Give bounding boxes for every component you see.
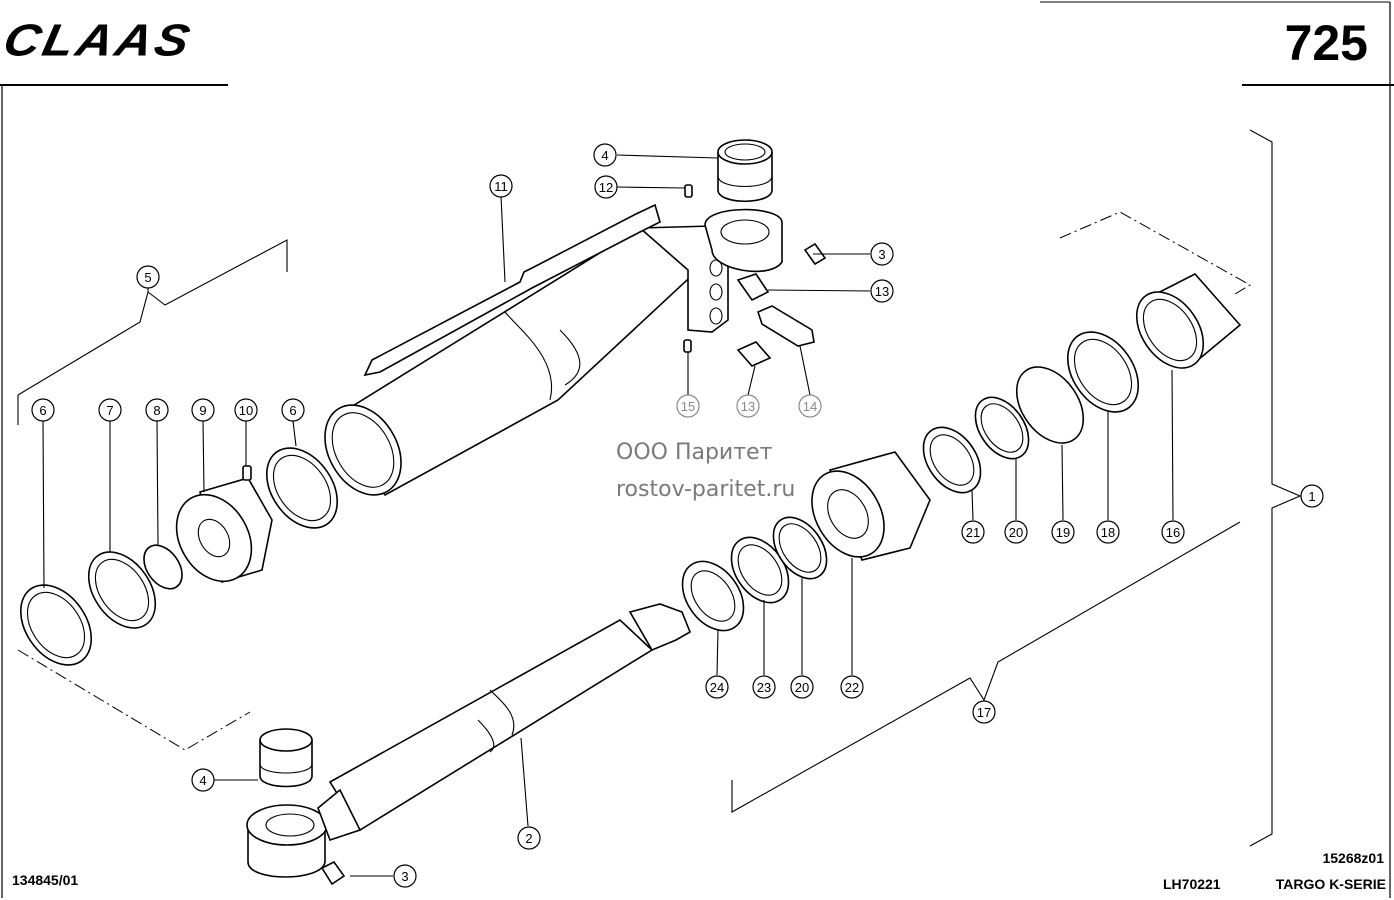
callout-23: 23 bbox=[752, 675, 776, 699]
svg-text:13: 13 bbox=[741, 399, 755, 414]
rod-eye bbox=[246, 788, 362, 878]
svg-text:6: 6 bbox=[39, 403, 46, 418]
svg-text:3: 3 bbox=[401, 869, 408, 884]
cylinder-barrel bbox=[324, 208, 783, 497]
gland-22 bbox=[811, 451, 931, 561]
svg-text:22: 22 bbox=[845, 680, 859, 695]
svg-text:17: 17 bbox=[977, 705, 991, 720]
seal-kit-bracket-17 bbox=[731, 211, 1251, 813]
svg-text:15: 15 bbox=[681, 399, 695, 414]
ring-6-left bbox=[19, 584, 93, 666]
callout-17: 17 bbox=[972, 700, 996, 724]
leader-lines bbox=[42, 154, 1174, 877]
svg-text:11: 11 bbox=[494, 179, 508, 194]
svg-text:7: 7 bbox=[106, 403, 113, 418]
svg-text:16: 16 bbox=[1166, 525, 1180, 540]
callout-6-right: 6 bbox=[281, 398, 305, 422]
callout-19: 19 bbox=[1051, 520, 1075, 544]
svg-text:10: 10 bbox=[239, 403, 253, 418]
o-ring-19 bbox=[1015, 366, 1085, 444]
svg-text:2: 2 bbox=[525, 831, 532, 846]
hydraulic-pipe bbox=[363, 203, 661, 377]
ring-24 bbox=[681, 560, 745, 632]
svg-text:5: 5 bbox=[144, 270, 151, 285]
piston-9 bbox=[175, 477, 273, 584]
callout-13-lower: 13 bbox=[736, 394, 760, 418]
callout-14: 14 bbox=[798, 394, 822, 418]
watermark-company: ООО Паритет bbox=[616, 440, 773, 465]
callout-4-top: 4 bbox=[593, 143, 617, 167]
footer-ref-code: LH70221 bbox=[1163, 876, 1221, 892]
valve-14 bbox=[757, 305, 815, 347]
callout-10: 10 bbox=[234, 398, 258, 422]
svg-text:13: 13 bbox=[875, 284, 889, 299]
assembly-bracket-1 bbox=[1249, 129, 1302, 847]
bushing-top bbox=[717, 139, 773, 203]
svg-text:23: 23 bbox=[757, 680, 771, 695]
footer-left-code: 134845/01 bbox=[12, 872, 79, 888]
fitting-13-lower bbox=[736, 341, 772, 367]
svg-text:1: 1 bbox=[1308, 489, 1315, 504]
svg-text:19: 19 bbox=[1056, 525, 1070, 540]
ring-20-upper bbox=[974, 396, 1030, 460]
callout-9: 9 bbox=[191, 398, 215, 422]
sleeve-16 bbox=[1135, 273, 1242, 369]
o-ring-8 bbox=[143, 544, 183, 590]
seal-kit-bracket-5 bbox=[17, 239, 288, 751]
ring-20-lower bbox=[772, 516, 828, 580]
svg-text:24: 24 bbox=[710, 680, 724, 695]
callout-11: 11 bbox=[489, 174, 513, 198]
callout-21: 21 bbox=[961, 520, 985, 544]
callout-4-bottom: 4 bbox=[191, 768, 215, 792]
callout-8: 8 bbox=[145, 398, 169, 422]
svg-text:20: 20 bbox=[795, 680, 809, 695]
grease-nipple-12 bbox=[684, 184, 693, 198]
svg-text:20: 20 bbox=[1009, 525, 1023, 540]
bushing-bottom bbox=[259, 728, 313, 788]
svg-text:8: 8 bbox=[153, 403, 160, 418]
callout-2: 2 bbox=[517, 826, 541, 850]
svg-text:12: 12 bbox=[599, 180, 613, 195]
footer-drawing-code: 15268z01 bbox=[1322, 850, 1384, 866]
ring-21 bbox=[922, 426, 982, 494]
svg-text:3: 3 bbox=[878, 247, 885, 262]
fitting-13-upper bbox=[736, 273, 770, 302]
svg-text:18: 18 bbox=[1101, 525, 1115, 540]
grease-nipple-15 bbox=[683, 339, 692, 353]
svg-text:21: 21 bbox=[966, 525, 980, 540]
svg-text:14: 14 bbox=[803, 399, 817, 414]
footer-series: TARGO K-SERIE bbox=[1275, 876, 1386, 892]
callout-20-lower: 20 bbox=[790, 675, 814, 699]
svg-text:9: 9 bbox=[199, 403, 206, 418]
callout-5: 5 bbox=[136, 265, 160, 289]
callout-12: 12 bbox=[594, 175, 618, 199]
ring-18 bbox=[1066, 331, 1140, 413]
callout-3-bottom: 3 bbox=[393, 864, 417, 888]
callout-24: 24 bbox=[705, 675, 729, 699]
sheet-number: 725 bbox=[1284, 15, 1368, 71]
callout-18: 18 bbox=[1096, 520, 1120, 544]
svg-text:6: 6 bbox=[289, 403, 296, 418]
callout-6-left: 6 bbox=[31, 398, 55, 422]
callout-22: 22 bbox=[840, 675, 864, 699]
watermark-url: rostov-paritet.ru bbox=[616, 477, 796, 502]
piston-rod bbox=[328, 603, 692, 832]
callout-13-right: 13 bbox=[870, 279, 894, 303]
svg-text:4: 4 bbox=[199, 773, 206, 788]
callout-7: 7 bbox=[98, 398, 122, 422]
set-screw-10 bbox=[242, 465, 252, 481]
ring-7 bbox=[87, 551, 157, 629]
callout-20-upper: 20 bbox=[1004, 520, 1028, 544]
svg-text:4: 4 bbox=[601, 148, 608, 163]
callout-15: 15 bbox=[676, 394, 700, 418]
screw-3-bottom bbox=[320, 860, 346, 886]
callout-1: 1 bbox=[1300, 484, 1324, 508]
callout-3-top: 3 bbox=[870, 242, 894, 266]
ring-6-right bbox=[265, 447, 339, 529]
callout-16: 16 bbox=[1161, 520, 1185, 544]
